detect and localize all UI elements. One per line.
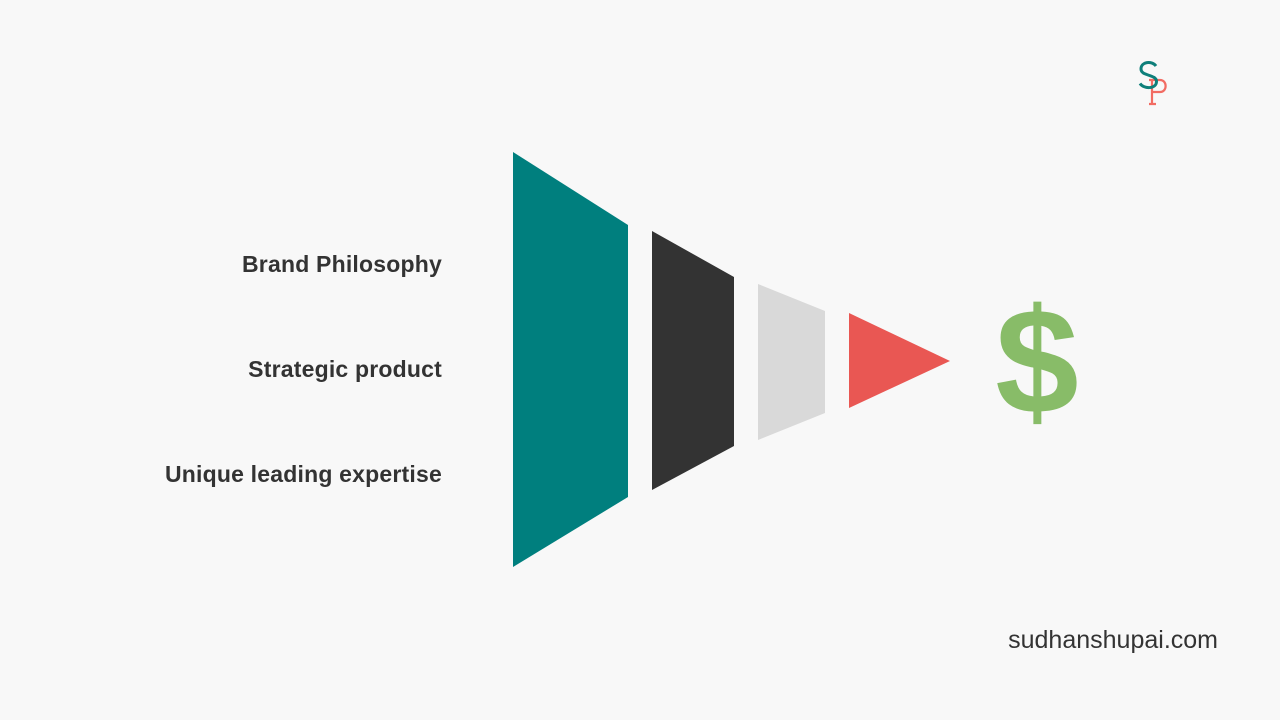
- funnel-stage-2: [652, 231, 734, 490]
- sp-logo: [1138, 61, 1167, 106]
- funnel-stage-1: [513, 152, 628, 567]
- funnel-arrow: [849, 313, 950, 408]
- logo-letter-p: [1149, 78, 1167, 106]
- dollar-icon: $: [995, 277, 1078, 445]
- logo-letter-s: [1138, 61, 1159, 90]
- funnel-stage-3: [758, 284, 825, 440]
- label-brand-philosophy: Brand Philosophy: [242, 251, 442, 277]
- website-url: sudhanshupai.com: [1008, 626, 1218, 654]
- label-unique-leading-expertise: Unique leading expertise: [164, 461, 442, 487]
- label-strategic-product: Strategic product: [248, 356, 442, 382]
